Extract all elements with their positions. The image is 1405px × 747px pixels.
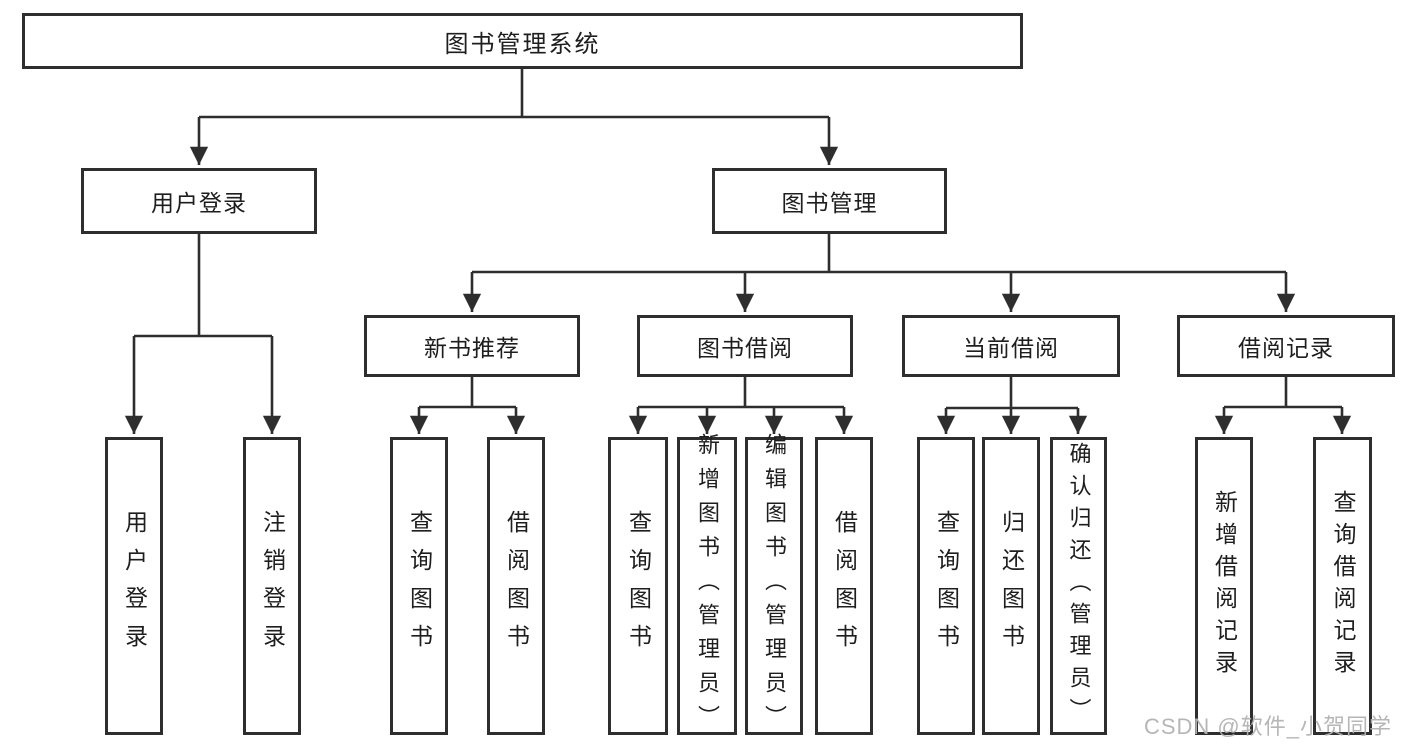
leaf-query-books-recommend: 查询图书 [390,437,448,735]
node-library-management-system: 图书管理系统 [22,13,1023,69]
leaf-query-books-current: 查询图书 [917,437,975,735]
node-book-management: 图书管理 [712,168,947,234]
leaf-borrow-books-recommend: 借阅图书 [487,437,545,735]
leaf-query-books-borrow: 查询图书 [608,437,668,735]
leaf-query-borrow-record: 查询借阅记录 [1313,437,1372,735]
leaf-add-borrow-record: 新增借阅记录 [1195,437,1253,735]
leaf-logout: 注销登录 [243,437,301,735]
leaf-user-login: 用户登录 [105,437,163,735]
leaf-edit-books-admin: 编辑图书（管理员） [745,433,803,739]
leaf-borrow-books: 借阅图书 [815,437,873,735]
csdn-watermark: CSDN @软件_小贺同学 [1143,714,1392,739]
node-borrowing-records: 借阅记录 [1177,315,1395,377]
node-user-login: 用户登录 [81,168,317,234]
node-new-book-recommend: 新书推荐 [364,315,580,377]
node-book-borrowing: 图书借阅 [637,315,853,377]
node-current-borrowing: 当前借阅 [902,315,1120,377]
leaf-add-books-admin: 新增图书（管理员） [677,433,737,739]
leaf-confirm-return-admin: 确认归还（管理员） [1050,437,1107,735]
leaf-return-books: 归还图书 [982,437,1040,735]
